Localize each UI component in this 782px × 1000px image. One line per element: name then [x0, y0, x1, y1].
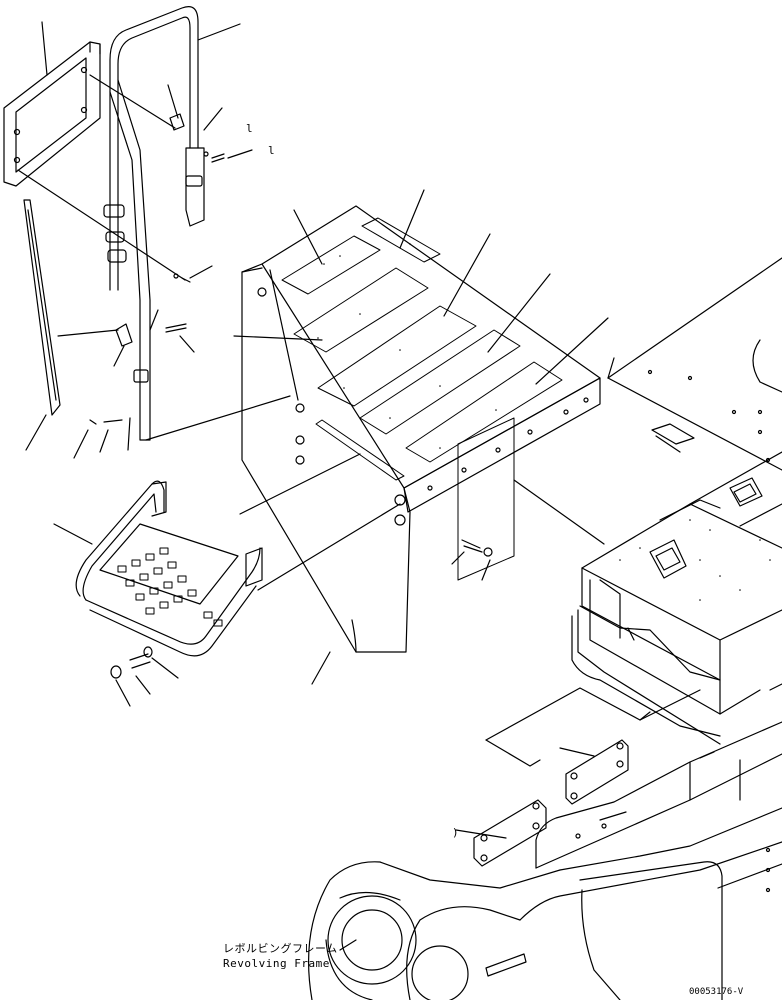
- tool-box: [514, 452, 782, 744]
- bolt-set: [150, 108, 252, 352]
- drawing-code: 00053176-V: [689, 987, 744, 997]
- mounting-plate: [474, 800, 546, 866]
- callout-mark: l: [246, 122, 253, 135]
- revolving-frame-top: [608, 258, 782, 470]
- cover-leaders: [146, 190, 608, 684]
- bracket-parts: [58, 324, 132, 458]
- side-strip: [24, 200, 60, 450]
- cover-bracket: [452, 418, 514, 580]
- mounting-plate: [566, 740, 628, 804]
- frame-caption-english: Revolving Frame: [223, 957, 330, 970]
- leader-line: [198, 24, 240, 40]
- callout-mark: l: [268, 144, 275, 157]
- step-assembly: [54, 481, 262, 656]
- handrail: [104, 7, 204, 440]
- step-bolts: [111, 647, 178, 706]
- revolving-frame-body: [309, 722, 782, 1000]
- leader-line: [18, 170, 185, 280]
- plate-leaders: [456, 688, 700, 838]
- leader-line: [90, 75, 175, 128]
- cover-plate: [4, 22, 100, 186]
- tread-dots: [317, 243, 497, 449]
- tread-panels: [282, 218, 562, 480]
- frame-caption-japanese: レボルビングフレーム: [223, 942, 338, 955]
- callout-mark: ): [452, 826, 459, 839]
- step-grid-holes: [118, 548, 222, 626]
- sloped-cover: [242, 206, 600, 652]
- caption-leader: [340, 940, 356, 950]
